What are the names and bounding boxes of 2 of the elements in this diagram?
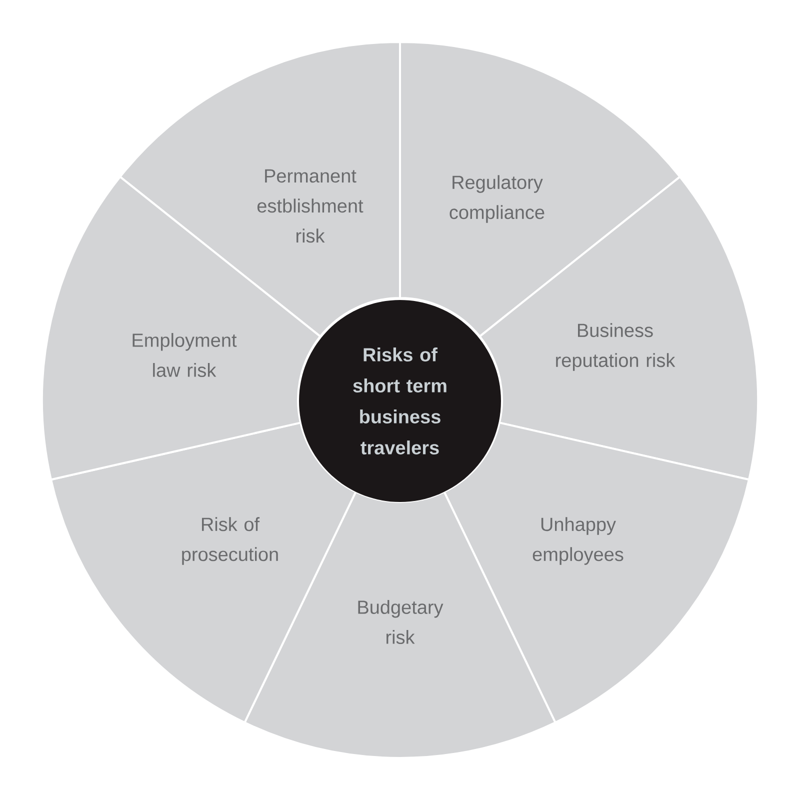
ring-segment: Unhappy employees (443, 422, 750, 724)
ring-segment: Risk of prosecution (50, 422, 357, 724)
